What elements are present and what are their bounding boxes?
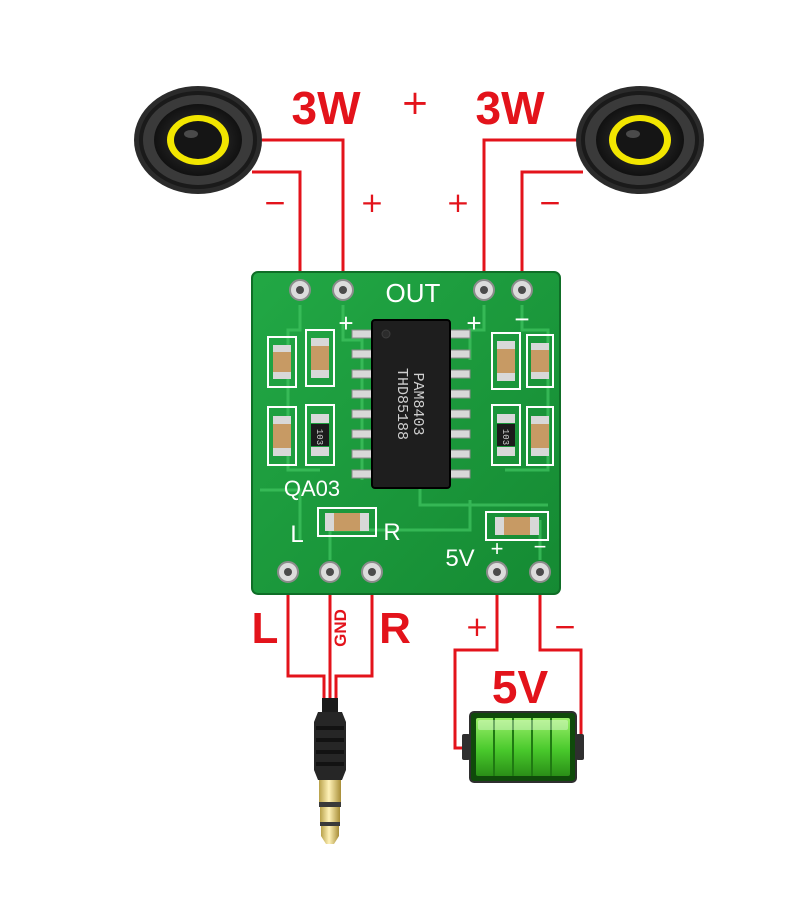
- amplifier-chip: PAM8403 THD85188: [371, 319, 451, 489]
- right-speaker-minus-sign: −: [538, 186, 561, 219]
- right-smd-components: 103: [491, 332, 554, 466]
- input-left-label: L: [252, 604, 279, 653]
- left-speaker-plus-sign: +: [360, 186, 383, 219]
- left-speaker-minus-sign: −: [263, 186, 286, 219]
- supply-voltage-label: 5V: [492, 661, 549, 713]
- board-supply-minus-pad-label: −: [534, 534, 547, 559]
- left-smd-components: 103: [267, 329, 335, 466]
- left-speaker: [134, 86, 262, 194]
- power-label-left: 3W: [292, 82, 362, 134]
- input-right-label: R: [379, 604, 411, 653]
- amplifier-board: OUT + + − 103: [251, 271, 561, 595]
- board-supply-plus-pad-label: +: [491, 536, 504, 561]
- board-l-label: L: [290, 521, 303, 548]
- supply-capacitor: [485, 511, 549, 541]
- supply-minus-sign: −: [553, 610, 576, 643]
- wire-input-right: [334, 572, 374, 700]
- wire-supply-plus: [453, 572, 499, 750]
- board-model-label: QA03: [284, 476, 340, 501]
- board-left-plus-pad-label: +: [338, 308, 353, 338]
- wire-input-left: [286, 572, 326, 700]
- battery-icon: [462, 711, 584, 783]
- plus-sign-top: +: [401, 83, 430, 123]
- audio-jack-icon: [314, 698, 346, 844]
- wire-right-speaker-minus: [520, 170, 583, 290]
- wire-left-speaker-plus: [262, 138, 345, 290]
- board-traces: [260, 305, 550, 560]
- speaker-icon: [134, 86, 262, 194]
- ic-pins: [351, 329, 471, 479]
- board-r-label: R: [383, 519, 400, 546]
- resistor-left-code: 103: [314, 429, 324, 445]
- supply-plus-sign: +: [465, 610, 488, 643]
- speaker-icon: [576, 86, 704, 194]
- chip-marking-line1: PAM8403: [409, 372, 426, 435]
- board-out-label: OUT: [386, 278, 441, 308]
- board-supply-label: 5V: [445, 545, 474, 572]
- power-label-right: 3W: [476, 82, 546, 134]
- chip-marking-line2: THD85188: [393, 368, 410, 440]
- right-speaker-plus-sign: +: [446, 186, 469, 219]
- right-speaker: [576, 86, 704, 194]
- bottom-pads: [277, 561, 551, 583]
- resistor-right-code: 103: [500, 429, 510, 445]
- input-gnd-label: GND: [331, 609, 350, 647]
- board-right-minus-pad-label: −: [514, 304, 529, 334]
- input-resistor: [317, 507, 377, 537]
- wire-right-speaker-plus: [482, 138, 598, 290]
- output-pads: [289, 279, 533, 301]
- wire-left-speaker-minus: [252, 170, 302, 290]
